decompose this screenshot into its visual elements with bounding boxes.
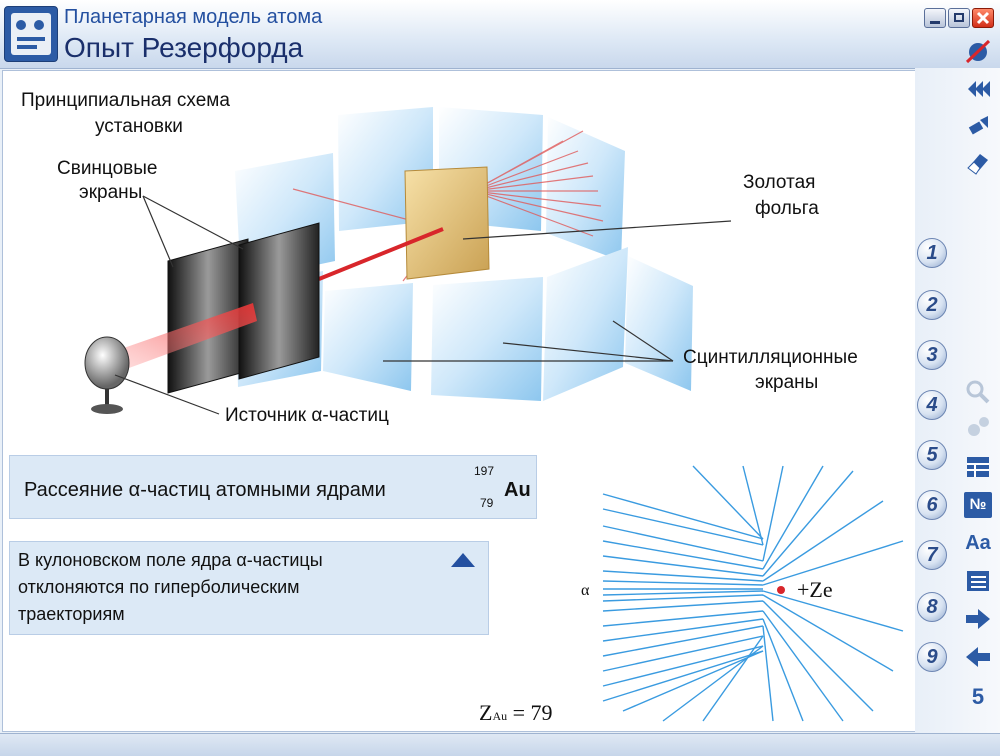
minimize-button[interactable] [924, 8, 946, 28]
step-button-5[interactable]: 5 [917, 440, 947, 470]
lead-screens-label-line2: экраны [79, 182, 143, 203]
next-arrow-icon[interactable] [964, 606, 992, 632]
gold-foil-label-line1: Золотая [743, 172, 816, 193]
lead-screens-label-line1: Свинцовые [57, 158, 158, 179]
scattering-label: Рассеяние α-частиц атомными ядрами [24, 479, 386, 501]
step-button-3[interactable]: 3 [917, 340, 947, 370]
step-button-1[interactable]: 1 [917, 238, 947, 268]
z-subscript: Au [492, 709, 508, 723]
close-icon [976, 11, 990, 25]
status-bar [0, 733, 1000, 756]
number-button[interactable]: № [964, 492, 992, 518]
note-line2: отклоняются по гиперболическим [18, 577, 300, 597]
step-button-8[interactable]: 8 [917, 592, 947, 622]
atomic-number: 79 [480, 496, 494, 510]
step-button-4[interactable]: 4 [917, 390, 947, 420]
gold-foil-label-line2: фольга [755, 198, 819, 219]
note-line1: В кулоновском поле ядра α-частицы [18, 550, 323, 570]
scattered-rays [292, 130, 604, 282]
step-button-2[interactable]: 2 [917, 290, 947, 320]
alpha-beam [318, 227, 444, 281]
gold-foil [404, 166, 490, 280]
settings-icon[interactable] [964, 414, 992, 440]
zoom-icon[interactable] [964, 378, 992, 404]
no-sound-icon[interactable] [964, 38, 992, 64]
experiment-illustration [84, 107, 904, 722]
minimize-icon [930, 21, 940, 24]
back-arrow-icon[interactable] [964, 644, 992, 670]
window-controls [924, 8, 994, 28]
step-button-7[interactable]: 7 [917, 540, 947, 570]
maximize-icon [954, 13, 964, 22]
alpha-source [84, 336, 130, 414]
note-box: В кулоновском поле ядра α-частицы отклон… [9, 541, 489, 635]
app-logo-icon [4, 6, 58, 62]
z-symbol: Z [479, 700, 493, 725]
figure-heading-line1: Принципиальная схема [21, 90, 230, 111]
lead-screen-back [238, 222, 320, 380]
alpha-source-label: Источник α-частиц [225, 405, 389, 426]
source-cone [115, 303, 257, 371]
mass-number: 197 [474, 464, 495, 478]
rewind-icon[interactable] [964, 76, 992, 102]
leader-lines [114, 195, 732, 415]
scattering-title-box: Рассеяние α-частиц атомными ядрами 197 7… [9, 455, 537, 519]
element-symbol: Au [504, 479, 531, 501]
font-size-button[interactable]: Aa [965, 532, 991, 554]
figure-heading-line2: установки [95, 116, 183, 137]
step-button-9[interactable]: 9 [917, 642, 947, 672]
scintillation-label-line2: экраны [755, 372, 819, 393]
collapse-up-icon[interactable] [450, 552, 476, 568]
step-button-6[interactable]: 6 [917, 490, 947, 520]
window-subtitle: Планетарная модель атома [64, 6, 323, 28]
main-content: Принципиальная схема установки Свинцовые… [2, 70, 916, 732]
maximize-button[interactable] [948, 8, 970, 28]
close-button[interactable] [972, 8, 994, 28]
flashlight-icon[interactable] [964, 114, 992, 140]
table-icon[interactable] [964, 454, 992, 480]
charge-label: +Ze [797, 577, 833, 602]
scattering-diagram [602, 465, 904, 722]
nucleus-dot [777, 586, 785, 594]
window-title: Опыт Резерфорда [64, 32, 304, 63]
z-equation: ZAu = 79 [479, 701, 553, 728]
list-icon[interactable] [964, 568, 992, 594]
scintillation-label-line1: Сцинтилляционные [683, 347, 858, 368]
eraser-icon[interactable] [964, 150, 992, 176]
note-line3: траекториям [18, 604, 125, 624]
z-value: = 79 [512, 700, 553, 725]
alpha-label: α [581, 582, 590, 599]
title-bar: Планетарная модель атома Опыт Резерфорда [0, 0, 1000, 69]
page-number: 5 [971, 684, 985, 709]
